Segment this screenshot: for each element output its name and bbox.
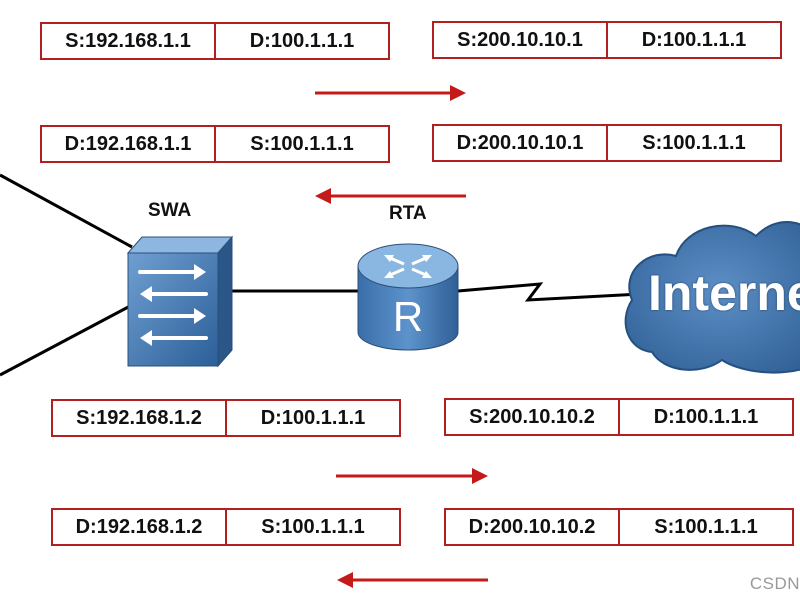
packet-bottom-return-lan-source: S:100.1.1.1: [225, 508, 401, 546]
link-host-upper: [0, 173, 133, 249]
packet-top-outbound-lan-source: S:192.168.1.1: [40, 22, 216, 60]
arrow-top-return: [315, 188, 466, 204]
packet-bottom-outbound-wan-source: S:200.10.10.2: [444, 398, 620, 436]
internet-cloud-icon: [624, 221, 800, 374]
packet-top-return-wan-source: S:100.1.1.1: [606, 124, 782, 162]
packet-top-outbound-wan-source: S:200.10.10.1: [432, 21, 608, 59]
packet-bottom-return-wan-source: S:100.1.1.1: [618, 508, 794, 546]
packet-top-outbound-wan-destination: D:100.1.1.1: [606, 21, 782, 59]
arrow-bottom-outbound: [336, 468, 488, 484]
packet-top-return-lan-source: S:100.1.1.1: [214, 125, 390, 163]
packet-bottom-outbound-lan-source: S:192.168.1.2: [51, 399, 227, 437]
packet-bottom-return-lan-destination: D:192.168.1.2: [51, 508, 227, 546]
internet-label: Interne: [648, 265, 800, 321]
router-label: RTA: [389, 203, 427, 224]
link-router-internet: [457, 282, 641, 302]
link-host-lower: [0, 303, 133, 377]
arrow-bottom-return: [337, 572, 488, 588]
switch-icon: [126, 235, 234, 368]
packet-top-outbound-lan-destination: D:100.1.1.1: [214, 22, 390, 60]
watermark: CSDN: [749, 574, 800, 593]
arrow-top-outbound: [315, 85, 466, 101]
router-icon: [357, 243, 459, 351]
packet-top-return-lan-destination: D:192.168.1.1: [40, 125, 216, 163]
packet-bottom-outbound-wan-destination: D:100.1.1.1: [618, 398, 794, 436]
packet-bottom-return-wan-destination: D:200.10.10.2: [444, 508, 620, 546]
packet-bottom-outbound-lan-destination: D:100.1.1.1: [225, 399, 401, 437]
router-glyph: R: [392, 293, 424, 340]
packet-top-return-wan-destination: D:200.10.10.1: [432, 124, 608, 162]
switch-label: SWA: [148, 200, 192, 221]
